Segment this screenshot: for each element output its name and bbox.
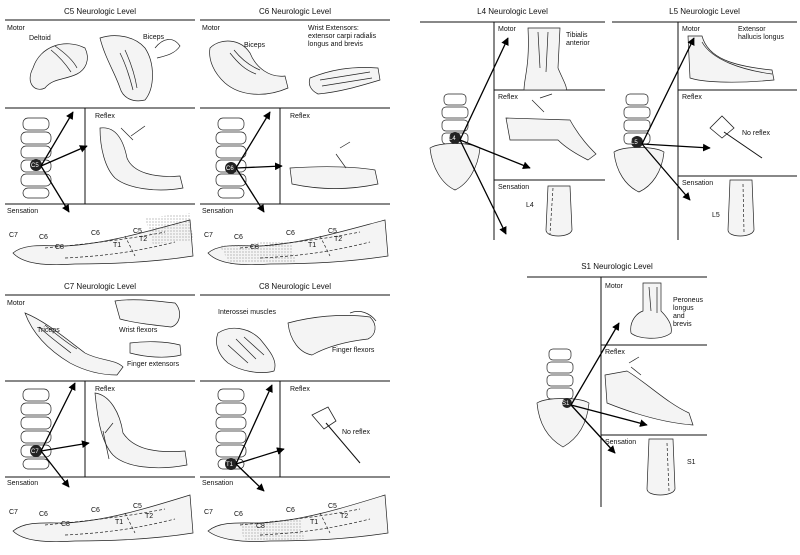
c5-motor-label: Motor — [7, 25, 25, 32]
c5-title: C5 Neurologic Level — [63, 7, 137, 16]
l5-vertebra-label: L5 — [631, 140, 638, 146]
c6-vertebra-label: C6 — [226, 166, 234, 172]
l4-illustration — [420, 21, 605, 240]
s1-motor-label: Motor — [605, 283, 623, 290]
c8-finger-flexors-label: Finger flexors — [332, 347, 375, 354]
panel-c6: C6 Neurologic Level Motor Biceps Wrist E… — [200, 8, 390, 270]
s1-illustration — [527, 276, 707, 507]
c6-derm-c6b: C6 — [286, 230, 295, 237]
panel-c7: C7 Neurologic Level Motor Triceps Wrist … — [5, 283, 195, 549]
l4-sensation-label: Sensation — [498, 184, 530, 191]
panel-c8: C8 Neurologic Level Interossei muscles F… — [200, 283, 390, 549]
l4-title: L4 Neurologic Level — [477, 7, 548, 16]
c5-derm-c5: C5 — [133, 228, 142, 235]
c8-derm-c6b: C6 — [286, 507, 295, 514]
c5-sensation-label: Sensation — [7, 208, 39, 215]
l5-reflex-label: Reflex — [682, 94, 702, 101]
c6-sensation-label: Sensation — [202, 208, 234, 215]
panel-l5: L5 Neurologic Level Motor Extensor hallu… — [612, 8, 797, 240]
c7-vertebra-label: C7 — [31, 449, 39, 455]
s1-peroneus-label: Peroneus longus and brevis — [673, 297, 703, 328]
c7-derm-c6a: C6 — [39, 511, 48, 518]
c6-illustration — [200, 19, 390, 266]
c5-derm-t1: T1 — [113, 242, 122, 249]
c5-vertebra-label: C5 — [31, 163, 39, 169]
s1-vertebra-label: S1 — [562, 401, 570, 407]
l4-tibialis-label: Tibialis anterior — [566, 32, 590, 47]
panel-c5: C5 Neurologic Level Motor Deltoid Biceps… — [5, 8, 195, 270]
c8-derm-c5: C5 — [328, 503, 337, 510]
l5-ehl-label: Extensor hallucis longus — [738, 26, 784, 41]
s1-sensation-label: Sensation — [605, 439, 637, 446]
l5-derm-label: L5 — [712, 212, 720, 219]
l5-title: L5 Neurologic Level — [669, 7, 740, 16]
panel-s1: S1 Neurologic Level Motor Peroneus longu… — [527, 263, 707, 507]
c6-derm-c7: C7 — [204, 232, 213, 239]
c7-derm-c5: C5 — [133, 503, 142, 510]
c7-finger-extensors-label: Finger extensors — [127, 361, 180, 368]
c5-derm-t2: T2 — [139, 236, 148, 243]
c6-derm-t2: T2 — [334, 236, 343, 243]
c8-derm-c8: C8 — [256, 523, 265, 530]
c6-biceps-label: Biceps — [244, 42, 266, 49]
l5-motor-label: Motor — [682, 26, 700, 33]
c8-illustration — [200, 294, 390, 542]
c8-reflex-label: Reflex — [290, 386, 310, 393]
c6-motor-label: Motor — [202, 25, 220, 32]
c7-motor-label: Motor — [7, 300, 25, 307]
l4-reflex-label: Reflex — [498, 94, 518, 101]
c7-derm-c6b: C6 — [91, 507, 100, 514]
s1-derm-label: S1 — [687, 459, 696, 466]
c8-title: C8 Neurologic Level — [258, 282, 332, 291]
c6-title: C6 Neurologic Level — [258, 7, 332, 16]
c7-illustration — [5, 294, 195, 543]
c5-reflex-label: Reflex — [95, 113, 115, 120]
c7-derm-t2: T2 — [145, 513, 154, 520]
c5-derm-c8: C8 — [55, 244, 64, 251]
s1-title: S1 Neurologic Level — [581, 262, 653, 271]
c8-derm-c7: C7 — [204, 509, 213, 516]
c6-reflex-label: Reflex — [290, 113, 310, 120]
c7-wrist-flexors-label: Wrist flexors — [119, 327, 158, 334]
c8-no-reflex-label: No reflex — [342, 429, 371, 436]
c5-biceps-label: Biceps — [143, 34, 165, 41]
l5-no-reflex-label: No reflex — [742, 130, 771, 137]
c6-derm-c8: C8 — [250, 244, 259, 251]
c5-illustration — [5, 19, 195, 266]
l4-derm-label: L4 — [526, 202, 534, 209]
c8-interossei-label: Interossei muscles — [218, 309, 276, 316]
c5-derm-c6a: C6 — [39, 234, 48, 241]
l4-motor-label: Motor — [498, 26, 516, 33]
c5-derm-c7: C7 — [9, 232, 18, 239]
c7-derm-c7: C7 — [9, 509, 18, 516]
c5-derm-c6b: C6 — [91, 230, 100, 237]
c7-derm-t1: T1 — [115, 519, 124, 526]
c8-sensation-label: Sensation — [202, 480, 234, 487]
c7-reflex-label: Reflex — [95, 386, 115, 393]
c7-sensation-label: Sensation — [7, 480, 39, 487]
c6-derm-c5: C5 — [328, 228, 337, 235]
l5-illustration — [612, 21, 797, 240]
c5-deltoid-label: Deltoid — [29, 35, 51, 42]
c7-triceps-label: Triceps — [37, 327, 60, 334]
c7-derm-c8: C8 — [61, 521, 70, 528]
c6-derm-t1: T1 — [308, 242, 317, 249]
c8-derm-c6a: C6 — [234, 511, 243, 518]
c7-title: C7 Neurologic Level — [63, 282, 137, 291]
c8-derm-t2: T2 — [340, 513, 349, 520]
l5-sensation-label: Sensation — [682, 180, 714, 187]
c8-derm-t1: T1 — [310, 519, 319, 526]
c6-derm-c6a: C6 — [234, 234, 243, 241]
c8-vertebra-label: T1 — [226, 462, 234, 468]
panel-l4: L4 Neurologic Level Motor Tibialis anter… — [420, 8, 605, 240]
c6-wrist-extensors-label: Wrist Extensors: extensor carpi radialis… — [308, 25, 377, 48]
l4-vertebra-label: L4 — [449, 136, 456, 142]
s1-reflex-label: Reflex — [605, 349, 625, 356]
